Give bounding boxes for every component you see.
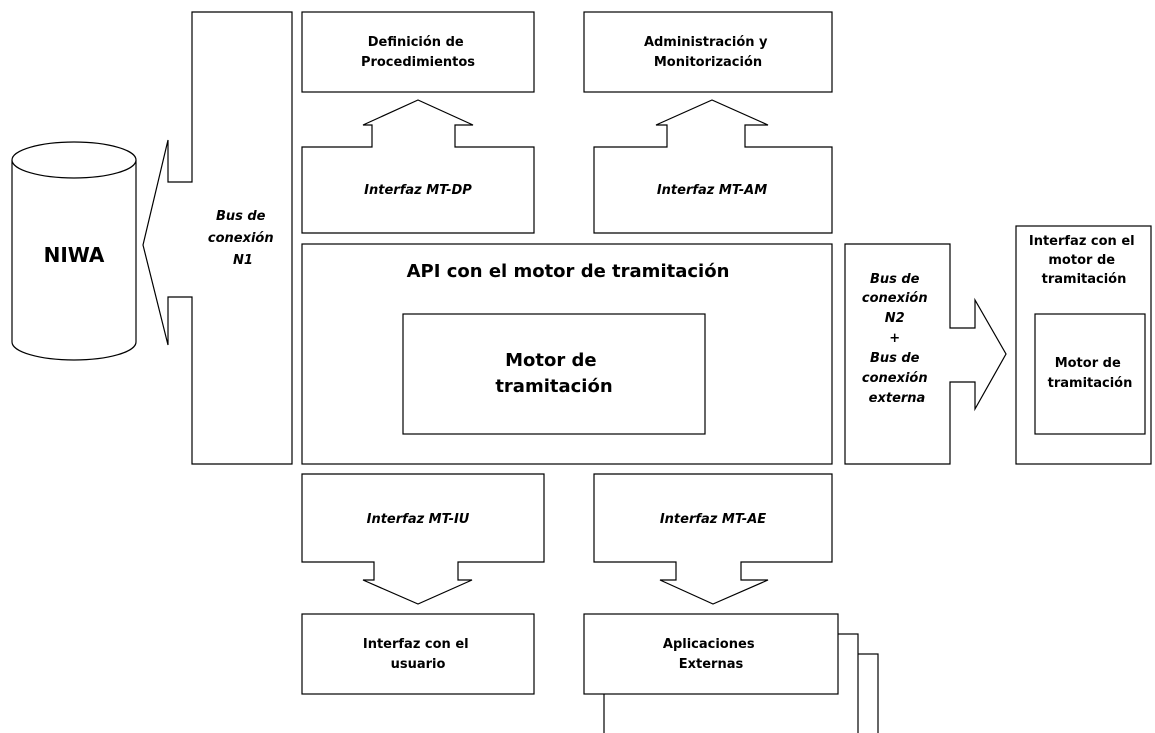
- bus-n2-label: Bus de conexión N2 + Bus de conexión ext…: [862, 272, 932, 406]
- bus-n1: Bus de conexión N1: [142, 11, 293, 465]
- bus-n2-line: Bus de: [870, 272, 920, 287]
- bus-n2-arrow: [844, 243, 1007, 465]
- aplicaciones-line: Externas: [679, 657, 744, 672]
- bus-n1-line: N1: [233, 253, 253, 268]
- motor-line: Motor de: [505, 350, 597, 371]
- interfaz-mt-am: Interfaz MT-AM: [593, 99, 833, 234]
- usuario-line: usuario: [391, 657, 446, 672]
- aplicaciones-externas-stack: Aplicaciones Externas: [583, 613, 879, 733]
- bus-n1-line: Bus de: [216, 209, 266, 224]
- external-motor-line: Motor de: [1055, 356, 1121, 371]
- usuario-line: Interfaz con el: [363, 637, 469, 652]
- interfaz-mt-ae: Interfaz MT-AE: [593, 473, 833, 605]
- interfaz-usuario-box: Interfaz con el usuario: [301, 613, 535, 695]
- administracion-monitorizacion-box: Administración y Monitorización: [583, 11, 833, 93]
- definicion-line: Definición de: [368, 35, 464, 50]
- bus-n2-line: externa: [869, 391, 926, 406]
- niwa-label: NIWA: [44, 243, 105, 267]
- bus-n1-label: Bus de conexión N1: [208, 209, 278, 268]
- interfaz-mt-am-arrow: [593, 99, 833, 234]
- administracion-line: Administración y: [644, 35, 768, 50]
- niwa-database: NIWA: [11, 141, 137, 361]
- bus-n1-arrow: [142, 11, 293, 465]
- definicion-line: Procedimientos: [361, 55, 475, 70]
- external-engine-title-line: tramitación: [1042, 272, 1127, 287]
- interfaz-mt-dp-arrow: [301, 99, 535, 234]
- api-title: API con el motor de tramitación: [407, 261, 730, 282]
- bus-n2: Bus de conexión N2 + Bus de conexión ext…: [844, 243, 1007, 465]
- motor-tramitacion-box: [402, 313, 706, 435]
- interfaz-mt-ae-label: Interfaz MT-AE: [660, 512, 766, 527]
- interfaz-mt-dp-label: Interfaz MT-DP: [364, 183, 472, 198]
- interfaz-mt-iu-arrow: [301, 473, 545, 605]
- bus-n1-line: conexión: [208, 231, 274, 246]
- interfaz-mt-dp: Interfaz MT-DP: [301, 99, 535, 234]
- administracion-line: Monitorización: [654, 55, 762, 70]
- external-motor-box: [1034, 313, 1146, 435]
- interfaz-mt-iu-label: Interfaz MT-IU: [367, 512, 470, 527]
- administracion-label: Administración y Monitorización: [644, 35, 772, 70]
- definicion-label: Definición de Procedimientos: [361, 35, 475, 70]
- aplicaciones-front-box: [583, 613, 839, 695]
- external-engine-title-line: Interfaz con el: [1029, 234, 1135, 249]
- bus-n2-line: +: [889, 331, 900, 346]
- bus-n2-line: conexión: [862, 291, 928, 306]
- definicion-procedimientos-box: Definición de Procedimientos: [301, 11, 535, 93]
- bus-n2-line: Bus de: [870, 351, 920, 366]
- external-motor-label: Motor de tramitación: [1048, 356, 1133, 391]
- motor-tramitacion-label: Motor de tramitación: [495, 350, 612, 397]
- external-engine-title: Interfaz con el motor de tramitación: [1029, 234, 1139, 287]
- interfaz-mt-am-label: Interfaz MT-AM: [657, 183, 767, 198]
- api-motor-box: API con el motor de tramitación Motor de…: [301, 243, 833, 465]
- niwa-cylinder-top: [11, 141, 137, 179]
- aplicaciones-label: Aplicaciones Externas: [663, 637, 759, 672]
- interfaz-mt-ae-arrow: [593, 473, 833, 605]
- usuario-label: Interfaz con el usuario: [363, 637, 473, 672]
- bus-n2-line: N2: [885, 311, 905, 326]
- external-motor-line: tramitación: [1048, 376, 1133, 391]
- motor-line: tramitación: [495, 376, 612, 397]
- external-engine-title-line: motor de: [1048, 253, 1115, 268]
- interfaz-mt-iu: Interfaz MT-IU: [301, 473, 545, 605]
- bus-n2-line: conexión: [862, 371, 928, 386]
- external-engine-box: Interfaz con el motor de tramitación Mot…: [1015, 225, 1152, 465]
- niwa-cylinder-body: [11, 160, 137, 361]
- aplicaciones-line: Aplicaciones: [663, 637, 755, 652]
